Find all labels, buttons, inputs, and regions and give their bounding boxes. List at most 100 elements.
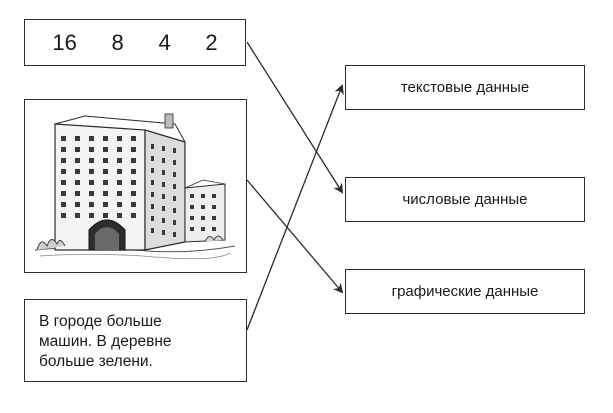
window-mark (212, 216, 216, 220)
window-mark (151, 216, 154, 221)
window-mark (162, 206, 165, 211)
window-mark (162, 218, 165, 223)
window-mark (190, 205, 194, 209)
window-mark (190, 194, 194, 198)
numbers-box: 16 8 4 2 (24, 19, 246, 66)
window-mark (212, 205, 216, 209)
window-mark (212, 194, 216, 198)
window-mark (61, 191, 66, 196)
window-mark (151, 168, 154, 173)
window-mark (151, 144, 154, 149)
window-mark (103, 191, 108, 196)
window-mark (75, 202, 80, 207)
window-mark (75, 213, 80, 218)
window-mark (61, 180, 66, 185)
window-mark (103, 180, 108, 185)
window-mark (61, 136, 66, 141)
window-mark (103, 147, 108, 152)
window-mark (131, 213, 136, 218)
window-mark (131, 202, 136, 207)
window-mark (151, 228, 154, 233)
window-mark (117, 169, 122, 174)
window-mark (173, 160, 176, 165)
window-mark (89, 213, 94, 218)
window-mark (61, 158, 66, 163)
window-mark (61, 169, 66, 174)
picture-box (24, 99, 247, 273)
window-mark (212, 227, 216, 231)
window-mark (89, 158, 94, 163)
window-mark (75, 136, 80, 141)
numeric-data-box: числовые данные (345, 177, 585, 222)
window-mark (103, 169, 108, 174)
window-mark (117, 191, 122, 196)
text-box: В городе больше машин. В деревне больше … (24, 299, 247, 382)
window-mark (61, 147, 66, 152)
window-mark (190, 227, 194, 231)
window-mark (173, 232, 176, 237)
window-mark (61, 213, 66, 218)
arrow-picture-to-graphic (246, 179, 344, 294)
window-mark (75, 158, 80, 163)
window-mark (75, 169, 80, 174)
number-4: 4 (158, 29, 171, 55)
window-mark (131, 136, 136, 141)
window-mark (131, 169, 136, 174)
window-mark (151, 192, 154, 197)
window-mark (173, 208, 176, 213)
graphic-data-box: графические данные (345, 269, 585, 314)
window-mark (201, 194, 205, 198)
window-mark (103, 136, 108, 141)
window-mark (103, 158, 108, 163)
window-mark (117, 202, 122, 207)
arrow-numbers-to-numeric (246, 41, 344, 194)
building-illustration-icon (34, 113, 236, 260)
window-mark (162, 182, 165, 187)
window-mark (162, 158, 165, 163)
window-mark (103, 202, 108, 207)
window-mark (201, 216, 205, 220)
window-mark (173, 148, 176, 153)
number-8: 8 (111, 29, 124, 55)
window-mark (61, 202, 66, 207)
window-mark (117, 180, 122, 185)
number-16: 16 (52, 29, 77, 55)
window-mark (173, 196, 176, 201)
window-mark (131, 180, 136, 185)
window-mark (151, 156, 154, 161)
text-data-box: текстовые данные (345, 65, 585, 110)
window-mark (117, 147, 122, 152)
window-mark (131, 158, 136, 163)
window-mark (89, 191, 94, 196)
number-2: 2 (205, 29, 218, 55)
window-mark (75, 191, 80, 196)
window-mark (162, 170, 165, 175)
window-mark (89, 180, 94, 185)
window-mark (162, 146, 165, 151)
window-mark (201, 227, 205, 231)
window-mark (173, 184, 176, 189)
window-mark (117, 158, 122, 163)
window-mark (89, 136, 94, 141)
window-mark (162, 230, 165, 235)
window-mark (173, 220, 176, 225)
window-mark (151, 180, 154, 185)
window-mark (117, 213, 122, 218)
window-mark (162, 194, 165, 199)
window-mark (131, 147, 136, 152)
window-mark (151, 204, 154, 209)
numeric-data-label: числовые данные (402, 191, 528, 208)
text-line-3: больше зелени. (39, 353, 153, 370)
window-mark (190, 216, 194, 220)
window-mark (89, 202, 94, 207)
window-mark (173, 172, 176, 177)
window-mark (75, 180, 80, 185)
window-mark (201, 205, 205, 209)
graphic-data-label: графические данные (391, 283, 539, 300)
text-line-2: машин. В деревне (39, 333, 172, 350)
text-data-label: текстовые данные (400, 79, 530, 96)
window-mark (89, 169, 94, 174)
arrow-text-to-textdata (246, 84, 344, 331)
window-mark (89, 147, 94, 152)
window-mark (75, 147, 80, 152)
